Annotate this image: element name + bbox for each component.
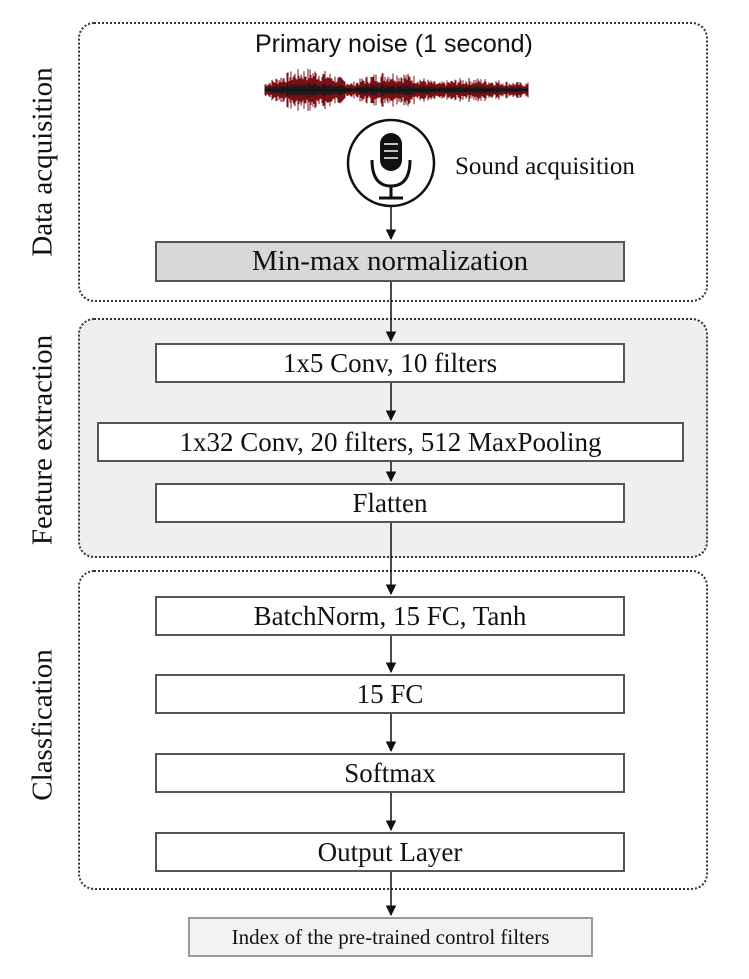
microphone-icon xyxy=(346,118,436,208)
primary-noise-label: Primary noise (1 second) xyxy=(255,30,533,58)
conv-1x5-block: 1x5 Conv, 10 filters xyxy=(155,343,625,383)
conv-1x32-maxpooling-block: 1x32 Conv, 20 filters, 512 MaxPooling xyxy=(97,422,684,462)
flatten-block: Flatten xyxy=(155,483,625,523)
output-layer-block: Output Layer xyxy=(155,832,625,872)
batchnorm-fc-tanh-block: BatchNorm, 15 FC, Tanh xyxy=(155,596,625,636)
fc-block: 15 FC xyxy=(155,674,625,714)
classification-section xyxy=(78,570,708,890)
sound-acquisition-label: Sound acquisition xyxy=(455,153,635,180)
min-max-normalization-block: Min-max normalization xyxy=(155,241,625,282)
softmax-block: Softmax xyxy=(155,753,625,793)
control-filter-index-output: Index of the pre-trained control filters xyxy=(188,917,593,957)
waveform-icon xyxy=(264,69,529,111)
data-acquisition-section xyxy=(78,22,708,302)
